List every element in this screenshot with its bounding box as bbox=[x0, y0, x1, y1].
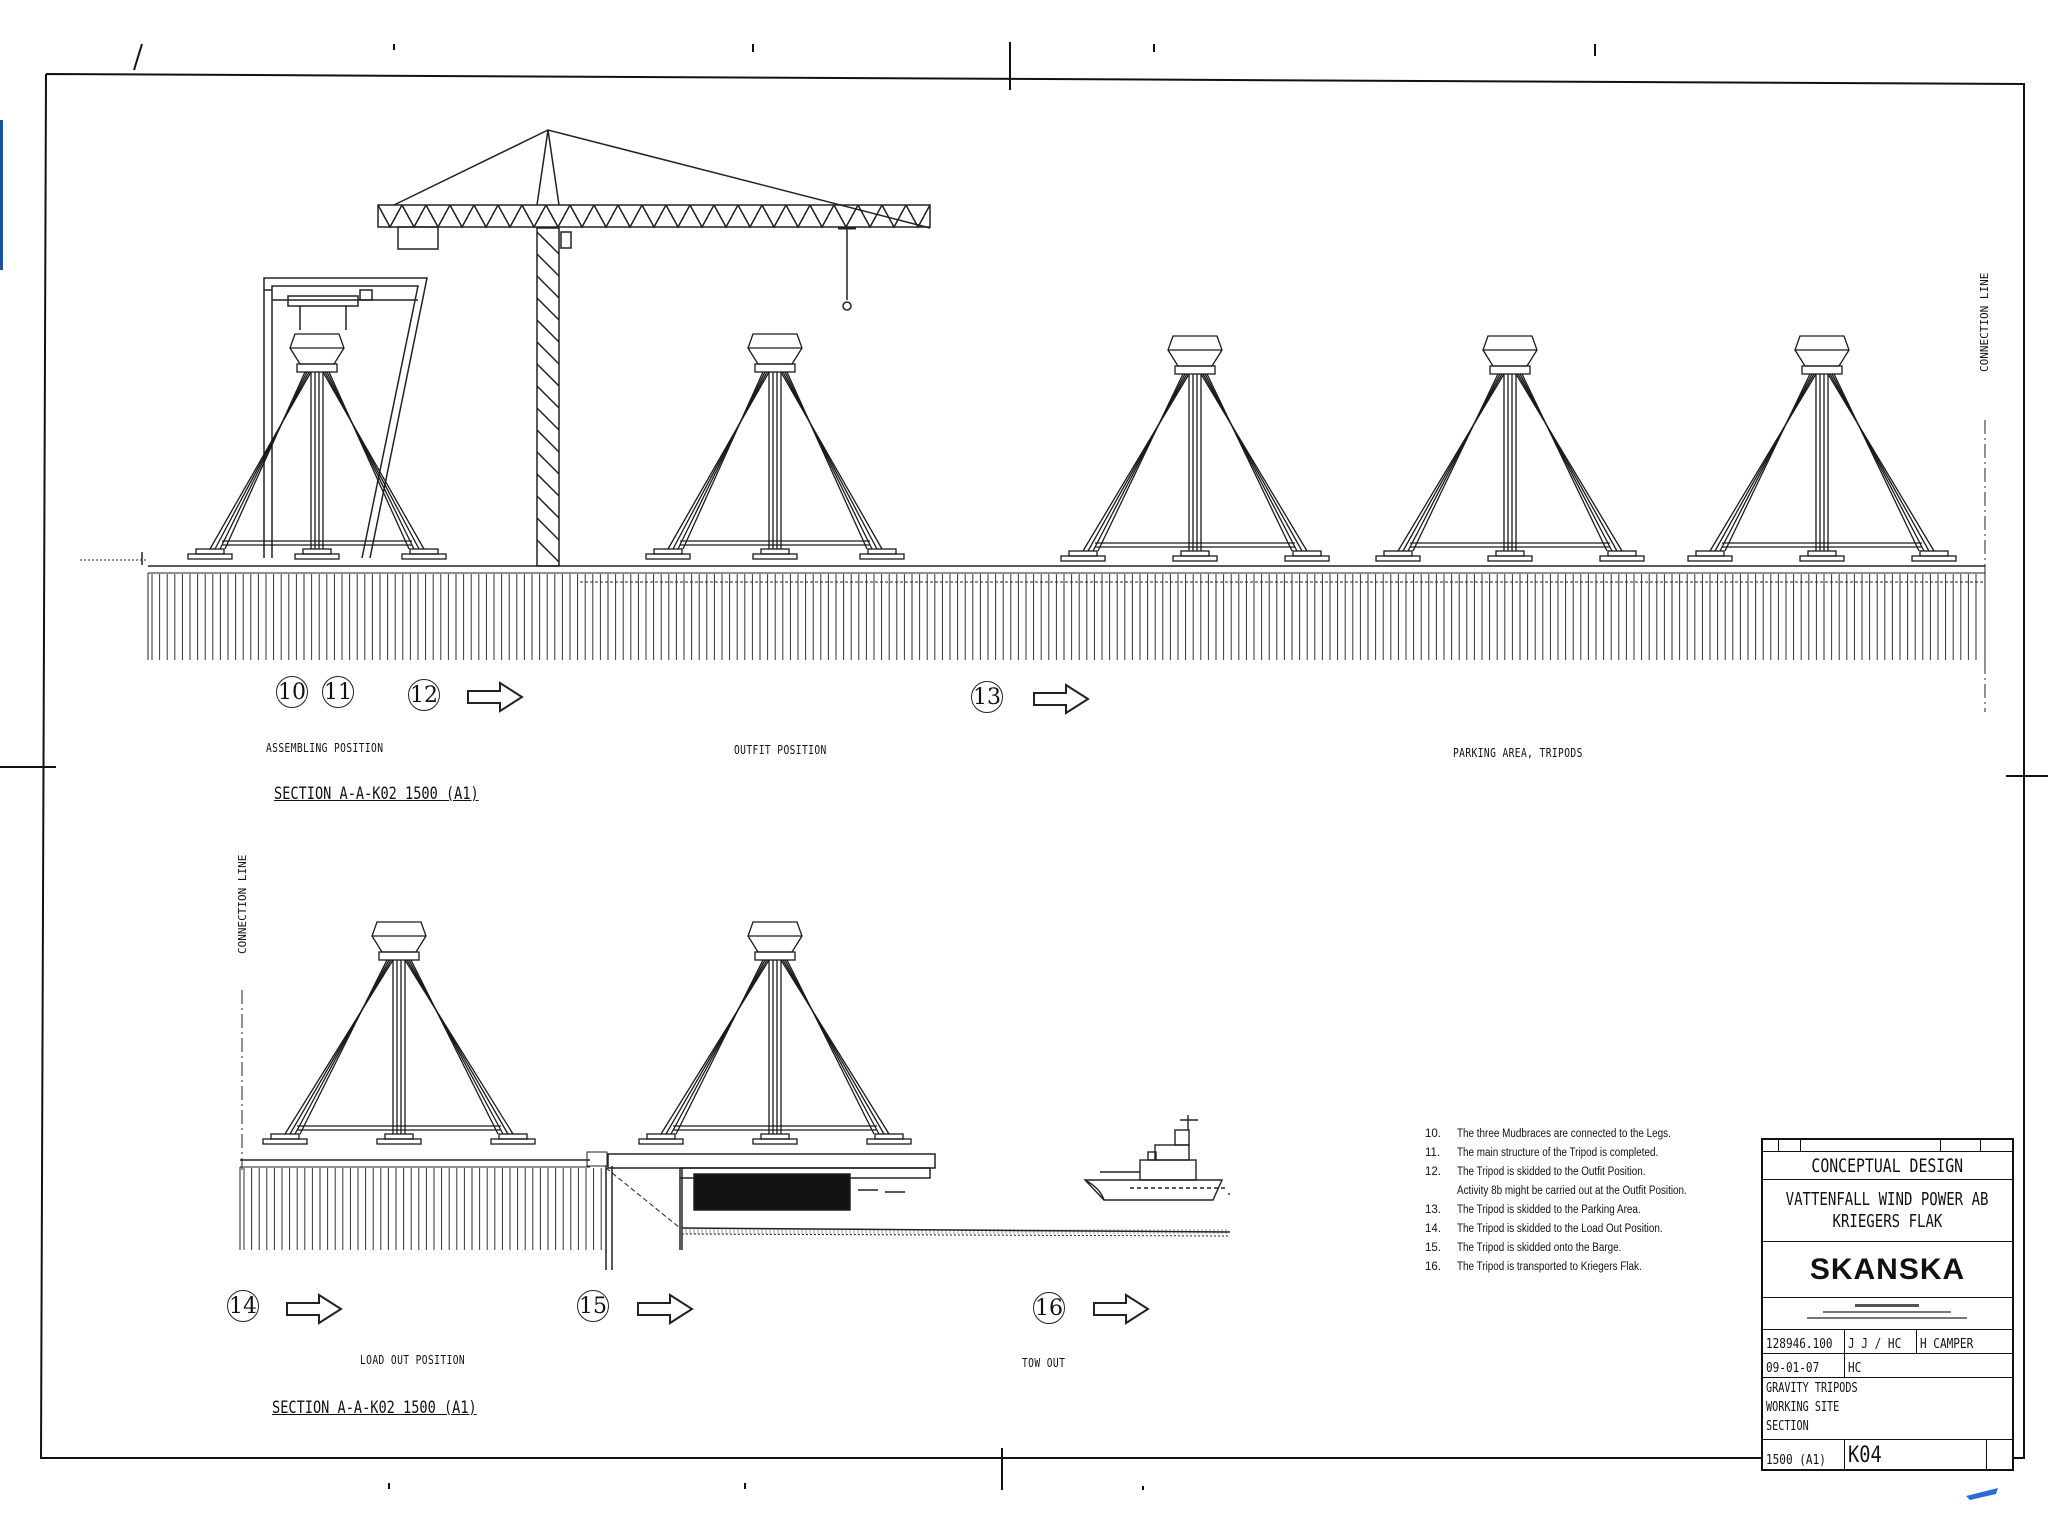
content-line1: GRAVITY TRIPODS bbox=[1766, 1381, 1858, 1396]
drawing-number: K04 bbox=[1848, 1443, 1882, 1468]
section-title-lower: SECTION A-A-K02 1500 (A1) bbox=[272, 1398, 477, 1418]
responsible: H CAMPER bbox=[1920, 1337, 1974, 1352]
tripod-parking-1 bbox=[1060, 335, 1330, 562]
note-item: 12. The Tripod is skidded to the Outfit P… bbox=[1425, 1163, 1765, 1182]
title-block: CONCEPTUAL DESIGN VATTENFALL WIND POWER … bbox=[1761, 1138, 2014, 1471]
address-fine-print bbox=[1807, 1304, 1967, 1319]
drawn-by: J J / HC bbox=[1848, 1337, 1902, 1352]
tug-boat bbox=[1083, 1115, 1230, 1201]
company-logo: SKANSKA bbox=[1763, 1242, 2012, 1298]
note-item: Activity 8b might be carried out at the … bbox=[1425, 1182, 1765, 1201]
checked-by: HC bbox=[1848, 1361, 1862, 1376]
design-stage-text: CONCEPTUAL DESIGN bbox=[1811, 1154, 1964, 1177]
drawing-number-row: 1500 (A1) K04 bbox=[1763, 1440, 2012, 1469]
company-address-row bbox=[1763, 1298, 2012, 1330]
project-number: 128946.100 bbox=[1766, 1337, 1833, 1352]
note-text: The Tripod is skidded to the Parking Are… bbox=[1457, 1204, 1641, 1216]
tripod-outfit bbox=[645, 333, 905, 560]
note-text: Activity 8b might be carried out at the … bbox=[1457, 1185, 1687, 1197]
process-arrow-icon bbox=[286, 1293, 343, 1325]
tripod-parking-3 bbox=[1687, 335, 1957, 562]
section-title-upper: SECTION A-A-K02 1500 (A1) bbox=[274, 784, 479, 804]
note-number bbox=[1425, 1182, 1457, 1201]
assembly-portal-frame bbox=[263, 277, 428, 559]
note-item: 16. The Tripod is transported to Kriegers… bbox=[1425, 1258, 1765, 1277]
revision-row bbox=[1763, 1140, 2012, 1152]
step-marker-16: 16 bbox=[1033, 1292, 1065, 1324]
step-marker-15: 15 bbox=[577, 1290, 609, 1322]
project-name-line2: KRIEGERS FLAK bbox=[1832, 1210, 1943, 1232]
note-number: 11. bbox=[1425, 1147, 1441, 1159]
project-name: VATTENFALL WIND POWER AB KRIEGERS FLAK bbox=[1763, 1180, 2012, 1242]
connection-line-label-upper: CONNECTION LINE bbox=[1978, 272, 1991, 372]
step-marker-13: 13 bbox=[971, 681, 1003, 713]
note-number: 13. bbox=[1425, 1204, 1441, 1216]
note-number: 12. bbox=[1425, 1166, 1441, 1178]
step-marker-10: 10 bbox=[276, 676, 308, 708]
lower-quay bbox=[239, 1151, 1227, 1270]
content-line2: WORKING SITE bbox=[1766, 1400, 1840, 1415]
note-text: The Tripod is skidded onto the Barge. bbox=[1457, 1242, 1622, 1254]
note-text: The main structure of the Tripod is comp… bbox=[1457, 1147, 1659, 1159]
scan-edge-mark bbox=[0, 120, 3, 270]
drawing-scale: 1500 (A1) bbox=[1766, 1453, 1826, 1468]
note-text: The three Mudbraces are connected to the… bbox=[1457, 1128, 1671, 1140]
date-row: 09-01-07 HC bbox=[1763, 1354, 2012, 1378]
process-arrow-icon bbox=[467, 681, 524, 713]
note-number: 15. bbox=[1425, 1242, 1441, 1254]
step-marker-11: 11 bbox=[322, 676, 354, 708]
content-line3: SECTION bbox=[1766, 1419, 1809, 1434]
note-text: The Tripod is skidded to the Load Out Po… bbox=[1457, 1223, 1663, 1235]
note-item: 14. The Tripod is skidded to the Load Out… bbox=[1425, 1220, 1765, 1239]
tripod-load-out bbox=[262, 921, 536, 1145]
load-out-position-label: LOAD OUT POSITION bbox=[360, 1353, 466, 1367]
scan-corner-mark bbox=[1966, 1488, 1998, 1500]
assembling-position-label: ASSEMBLING POSITION bbox=[266, 741, 384, 755]
outfit-position-label: OUTFIT POSITION bbox=[734, 743, 827, 757]
note-item: 10. The three Mudbraces are connected to … bbox=[1425, 1125, 1765, 1144]
note-number: 14. bbox=[1425, 1223, 1441, 1235]
drawing-date: 09-01-07 bbox=[1766, 1361, 1820, 1376]
tow-out-label: TOW OUT bbox=[1022, 1356, 1066, 1370]
barge bbox=[607, 1153, 1231, 1250]
tripod-parking-2 bbox=[1375, 335, 1645, 562]
project-name-line1: VATTENFALL WIND POWER AB bbox=[1786, 1188, 1989, 1210]
note-number: 10. bbox=[1425, 1128, 1441, 1140]
process-notes: 10. The three Mudbraces are connected to … bbox=[1425, 1125, 1765, 1277]
project-info-row: 128946.100 J J / HC H CAMPER bbox=[1763, 1330, 2012, 1354]
note-item: 11. The main structure of the Tripod is c… bbox=[1425, 1144, 1765, 1163]
note-text: The Tripod is skidded to the Outfit Posi… bbox=[1457, 1166, 1646, 1178]
parking-area-label: PARKING AREA, TRIPODS bbox=[1453, 746, 1583, 760]
drawing-content: GRAVITY TRIPODS WORKING SITE SECTION bbox=[1763, 1378, 2012, 1440]
upper-quay bbox=[80, 552, 1986, 660]
tower-crane bbox=[377, 129, 931, 567]
note-item: 15. The Tripod is skidded onto the Barge. bbox=[1425, 1239, 1765, 1258]
step-marker-12: 12 bbox=[408, 679, 440, 711]
process-arrow-icon bbox=[637, 1293, 694, 1325]
note-text: The Tripod is transported to Kriegers Fl… bbox=[1457, 1261, 1642, 1273]
step-marker-14: 14 bbox=[227, 1290, 259, 1322]
process-arrow-icon bbox=[1033, 683, 1090, 715]
company-name: SKANSKA bbox=[1809, 1252, 1966, 1286]
design-stage: CONCEPTUAL DESIGN bbox=[1763, 1152, 2012, 1180]
note-number: 16. bbox=[1425, 1261, 1441, 1273]
sheet-border bbox=[0, 42, 2048, 1490]
connection-line-label-lower: CONNECTION LINE bbox=[236, 854, 249, 954]
tripod-on-barge bbox=[638, 921, 912, 1145]
note-item: 13. The Tripod is skidded to the Parking … bbox=[1425, 1201, 1765, 1220]
tripod-assembling bbox=[187, 333, 447, 560]
process-arrow-icon bbox=[1093, 1293, 1150, 1325]
